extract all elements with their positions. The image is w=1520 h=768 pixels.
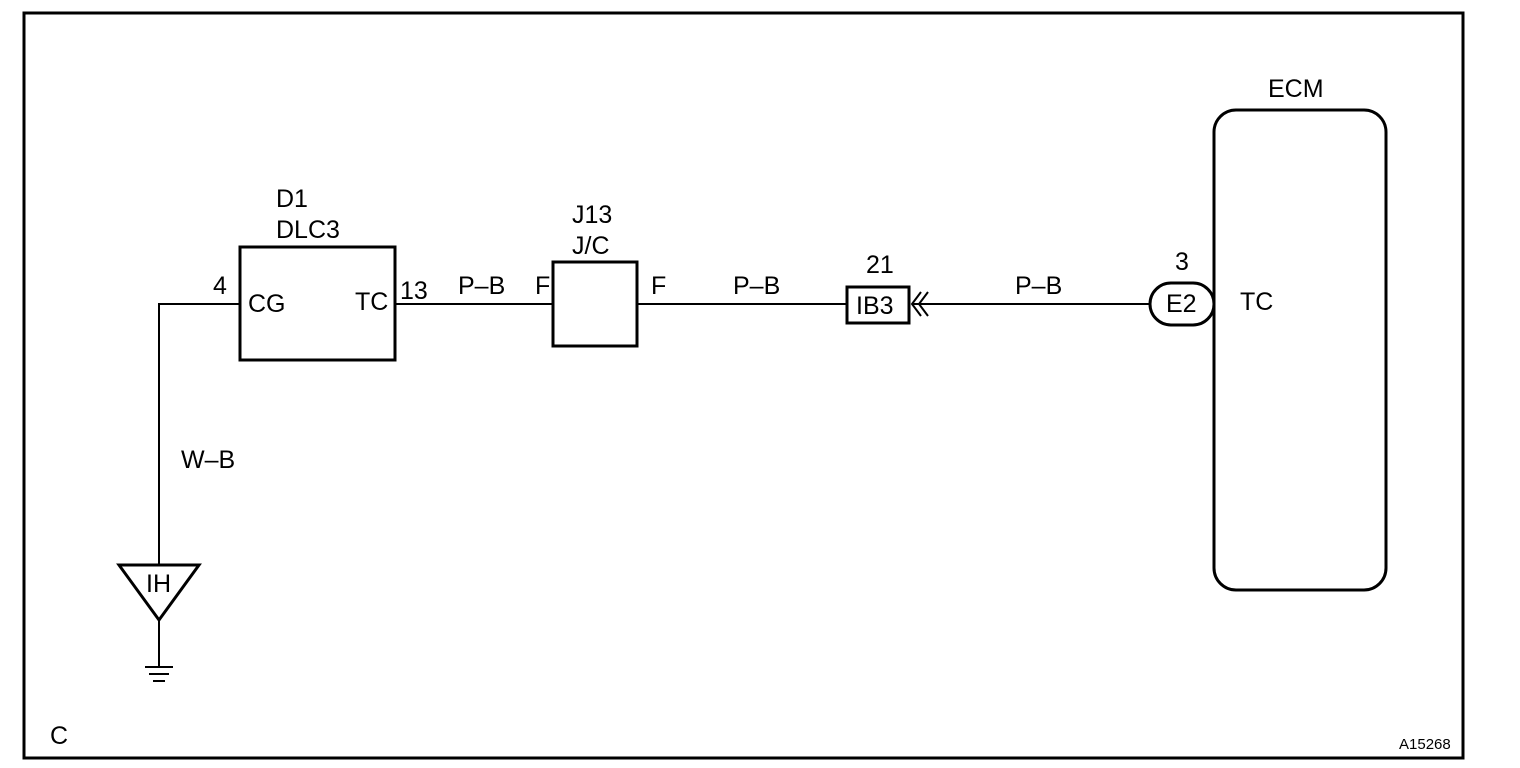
junction-box (551, 260, 639, 348)
ground-point-triangle (116, 563, 202, 623)
junction-ref: J13 (572, 201, 612, 229)
ib3-connector-name: IB3 (856, 292, 894, 320)
e2-connector-name: E2 (1166, 290, 1197, 318)
dlc3-ref: D1 (276, 185, 308, 213)
figure-id: A15268 (1399, 736, 1451, 753)
ground-symbol-icon (145, 666, 173, 682)
ecm-terminal-tc: TC (1240, 288, 1273, 316)
wire-1-color: P–B (458, 272, 505, 300)
diagram-frame (22, 11, 1465, 760)
junction-name: J/C (572, 232, 610, 260)
junction-terminal-left: F (535, 272, 550, 300)
ecm-box (1212, 108, 1388, 592)
dlc3-terminal-cg: CG (248, 290, 286, 318)
ecm-pin-number: 3 (1175, 248, 1189, 276)
dlc3-pin-13: 13 (400, 277, 428, 305)
ground-wire-color: W–B (181, 446, 235, 474)
ib3-connector-box (845, 285, 911, 325)
dlc3-pin-4: 4 (213, 272, 227, 300)
dlc3-name: DLC3 (276, 216, 340, 244)
ecm-name: ECM (1268, 75, 1324, 103)
junction-terminal-right: F (651, 272, 666, 300)
dlc3-terminal-tc: TC (355, 288, 388, 316)
corner-letter: C (50, 722, 68, 750)
ib3-pin-number: 21 (866, 251, 894, 279)
wire-3-color: P–B (1015, 272, 1062, 300)
ground-point-label: IH (146, 570, 171, 598)
wire-2-color: P–B (733, 272, 780, 300)
ground-wire (158, 303, 240, 565)
